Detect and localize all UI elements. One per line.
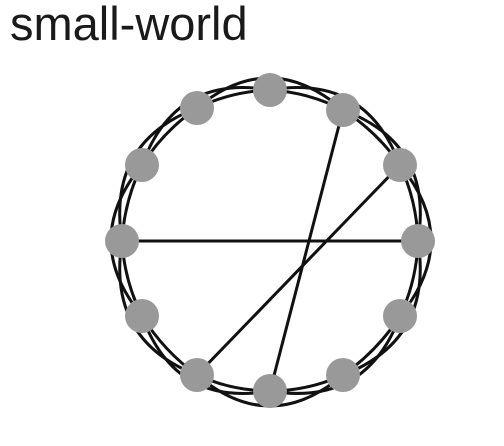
shortcut-edge-n1-n6 xyxy=(268,108,345,393)
node-n1 xyxy=(326,93,360,127)
node-n10 xyxy=(125,148,159,182)
node-n11 xyxy=(180,91,214,125)
node-n9 xyxy=(105,224,139,258)
edges-layer xyxy=(109,76,433,408)
shortcut-edge-n2-n7 xyxy=(195,163,402,377)
node-n2 xyxy=(383,148,417,182)
node-n8 xyxy=(125,299,159,333)
node-n7 xyxy=(180,358,214,392)
diagram-title: small-world xyxy=(10,0,248,50)
node-n6 xyxy=(253,374,287,408)
nodes-layer xyxy=(105,73,435,408)
node-n5 xyxy=(326,358,360,392)
node-n0 xyxy=(253,73,287,107)
node-n3 xyxy=(401,224,435,258)
node-n4 xyxy=(383,299,417,333)
